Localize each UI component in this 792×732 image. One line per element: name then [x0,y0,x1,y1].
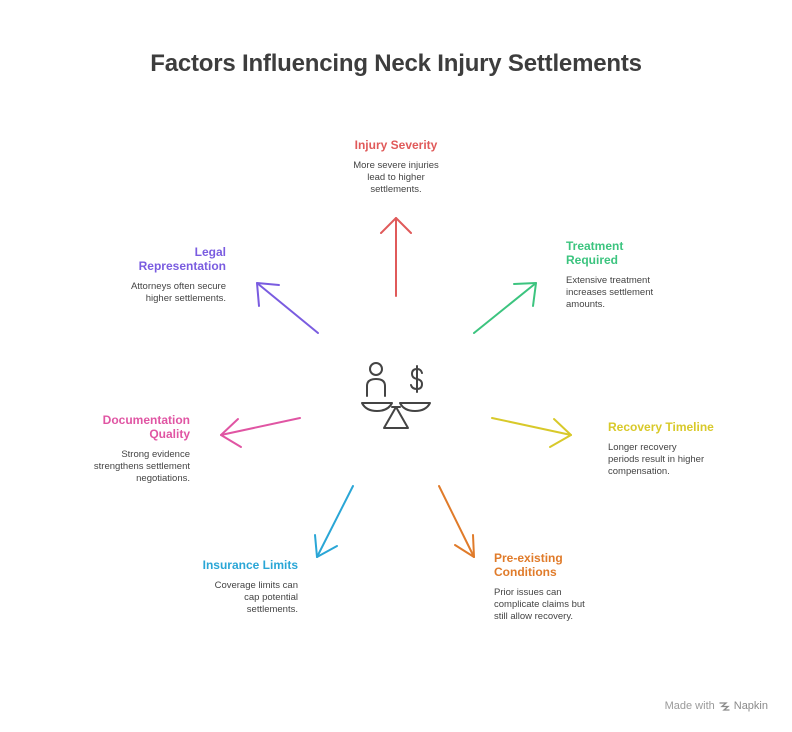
arrow-pre-existing-conditions [438,485,475,558]
factor-documentation-quality-desc: Strong evidence strengthens settlement n… [93,449,190,484]
footer-attribution: Made with Napkin [665,700,768,712]
factor-recovery-timeline-name: Recovery Timeline [608,420,714,434]
factor-injury-severity: Injury Severity More severe injuries lea… [316,138,476,196]
footer-brand: Napkin [733,700,768,712]
factor-documentation-quality: Documentation Quality Strong evidence st… [30,413,190,485]
factor-recovery-timeline: Recovery Timeline Longer recovery period… [608,420,768,478]
factor-pre-existing-conditions-desc: Prior issues can complicate claims but s… [494,587,585,622]
arrow-injury-severity [380,217,412,297]
factor-insurance-limits-name: Insurance Limits [202,558,298,572]
factor-treatment-required-name: Treatment Required [566,239,624,267]
arrow-insurance-limits [314,485,354,558]
factor-legal-representation: Legal Representation Attorneys often sec… [66,245,226,305]
factor-documentation-quality-name: Documentation Quality [102,413,190,441]
footer-made-with: Made with [664,700,715,712]
factor-insurance-limits-desc: Coverage limits can cap potential settle… [214,580,298,615]
factor-insurance-limits: Insurance Limits Coverage limits can cap… [138,558,298,616]
page-title: Factors Influencing Neck Injury Settleme… [150,50,642,77]
factor-legal-representation-name: Legal Representation [138,245,226,273]
factor-pre-existing-conditions-name: Pre-existing Conditions [494,551,563,579]
napkin-logo-icon [719,701,730,711]
arrow-documentation-quality [220,417,301,448]
arrow-treatment-required [473,282,537,334]
arrow-recovery-timeline [491,417,572,448]
factor-pre-existing-conditions: Pre-existing Conditions Prior issues can… [494,551,654,623]
factor-injury-severity-name: Injury Severity [354,138,438,152]
factor-treatment-required-desc: Extensive treatment increases settlement… [566,275,654,310]
factor-legal-representation-desc: Attorneys often secure higher settlement… [130,281,226,304]
factor-recovery-timeline-desc: Longer recovery periods result in higher… [608,442,705,477]
factor-treatment-required: Treatment Required Extensive treatment i… [566,239,726,311]
justice-scale-person-dollar-icon [361,362,431,429]
factor-injury-severity-desc: More severe injuries lead to higher sett… [353,160,439,195]
arrow-legal-representation [256,282,319,334]
